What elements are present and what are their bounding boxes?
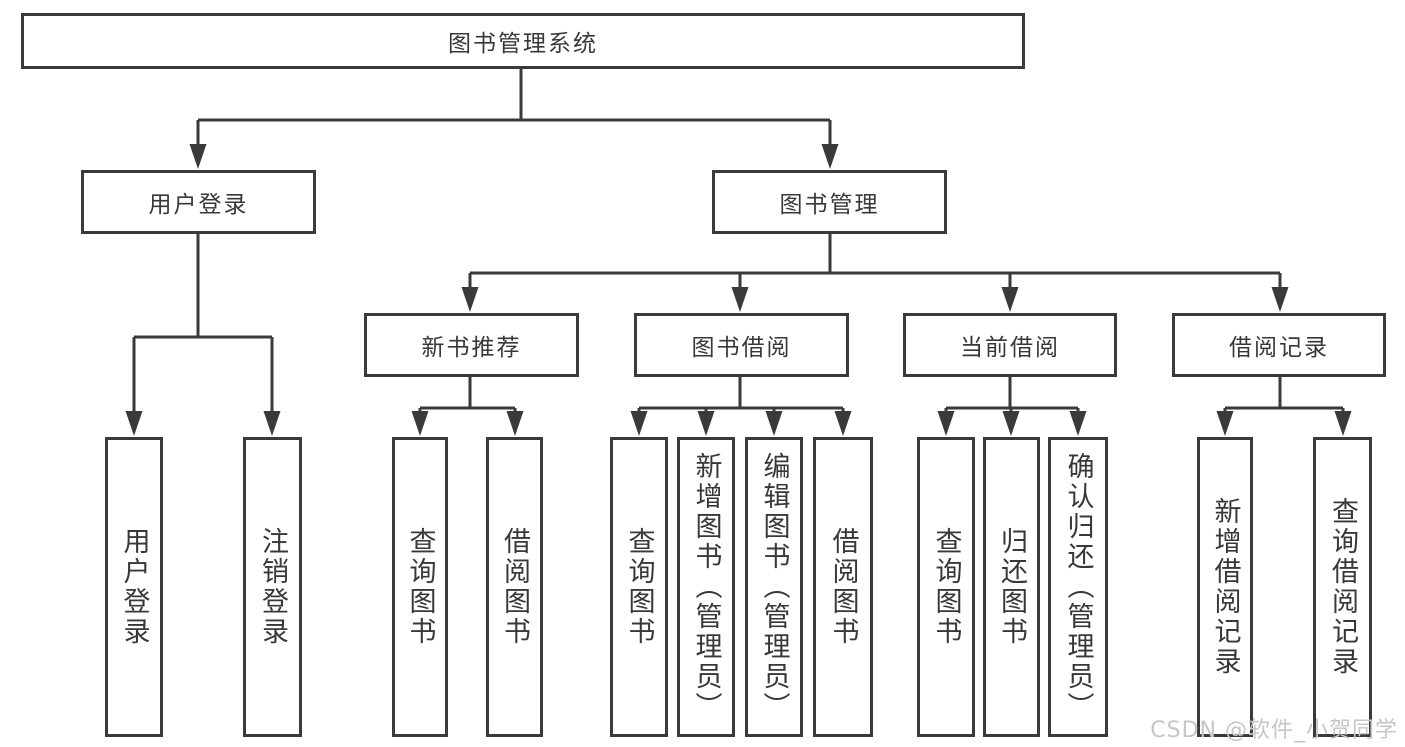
node-label: 新增图书（管理员） — [690, 452, 722, 722]
leaf-borrowing-query-books: 查询图书 — [610, 437, 668, 737]
node-label: 图书管理 — [779, 192, 880, 218]
leaf-borrowing-edit-books-admin: 编辑图书（管理员） — [745, 437, 803, 737]
leaf-logout: 注销登录 — [243, 437, 302, 737]
node-label: 当前借阅 — [960, 335, 1060, 361]
node-label: 图书借阅 — [691, 335, 792, 361]
node-user-login: 用户登录 — [81, 170, 316, 234]
node-label: 编辑图书（管理员） — [758, 452, 790, 722]
node-label: 查询图书 — [930, 527, 962, 647]
node-label: 查询图书 — [404, 527, 436, 647]
leaf-borrowing-add-books-admin: 新增图书（管理员） — [677, 437, 735, 737]
leaf-current-confirm-return-admin: 确认归还（管理员） — [1048, 437, 1108, 737]
leaf-recommend-borrow-books: 借阅图书 — [486, 437, 543, 737]
leaf-records-query-record: 查询借阅记录 — [1313, 437, 1372, 737]
node-current-borrowing: 当前借阅 — [903, 313, 1117, 377]
node-label: 新增借阅记录 — [1209, 497, 1241, 677]
node-book-management: 图书管理 — [712, 170, 947, 234]
node-label: 新书推荐 — [421, 335, 522, 361]
node-label: 图书管理系统 — [448, 31, 598, 57]
leaf-records-add-record: 新增借阅记录 — [1197, 437, 1253, 737]
node-borrowing-records: 借阅记录 — [1172, 313, 1386, 377]
leaf-borrowing-borrow-books: 借阅图书 — [813, 437, 873, 737]
node-label: 用户登录 — [118, 527, 150, 647]
leaf-user-login: 用户登录 — [105, 437, 163, 737]
node-label: 注销登录 — [257, 527, 288, 647]
node-label: 借阅图书 — [827, 527, 859, 647]
node-label: 归还图书 — [996, 527, 1027, 647]
node-label: 用户登录 — [148, 192, 249, 218]
node-label: 查询借阅记录 — [1327, 497, 1358, 677]
node-label: 查询图书 — [623, 527, 655, 647]
node-label: 借阅记录 — [1229, 335, 1329, 361]
leaf-current-query-books: 查询图书 — [917, 437, 975, 737]
arrowheads — [125, 144, 1352, 436]
leaf-current-return-books: 归还图书 — [983, 437, 1040, 737]
leaf-recommend-query-books: 查询图书 — [392, 437, 448, 737]
node-label: 确认归还（管理员） — [1062, 452, 1094, 722]
node-new-book-recommendation: 新书推荐 — [364, 313, 579, 377]
tree-connector-lines — [132, 69, 1345, 414]
node-book-management-system: 图书管理系统 — [21, 13, 1025, 69]
node-book-borrowing: 图书借阅 — [634, 313, 849, 377]
csdn-watermark: CSDN @软件_小贺同学 — [1150, 718, 1398, 743]
node-label: 借阅图书 — [499, 527, 530, 647]
